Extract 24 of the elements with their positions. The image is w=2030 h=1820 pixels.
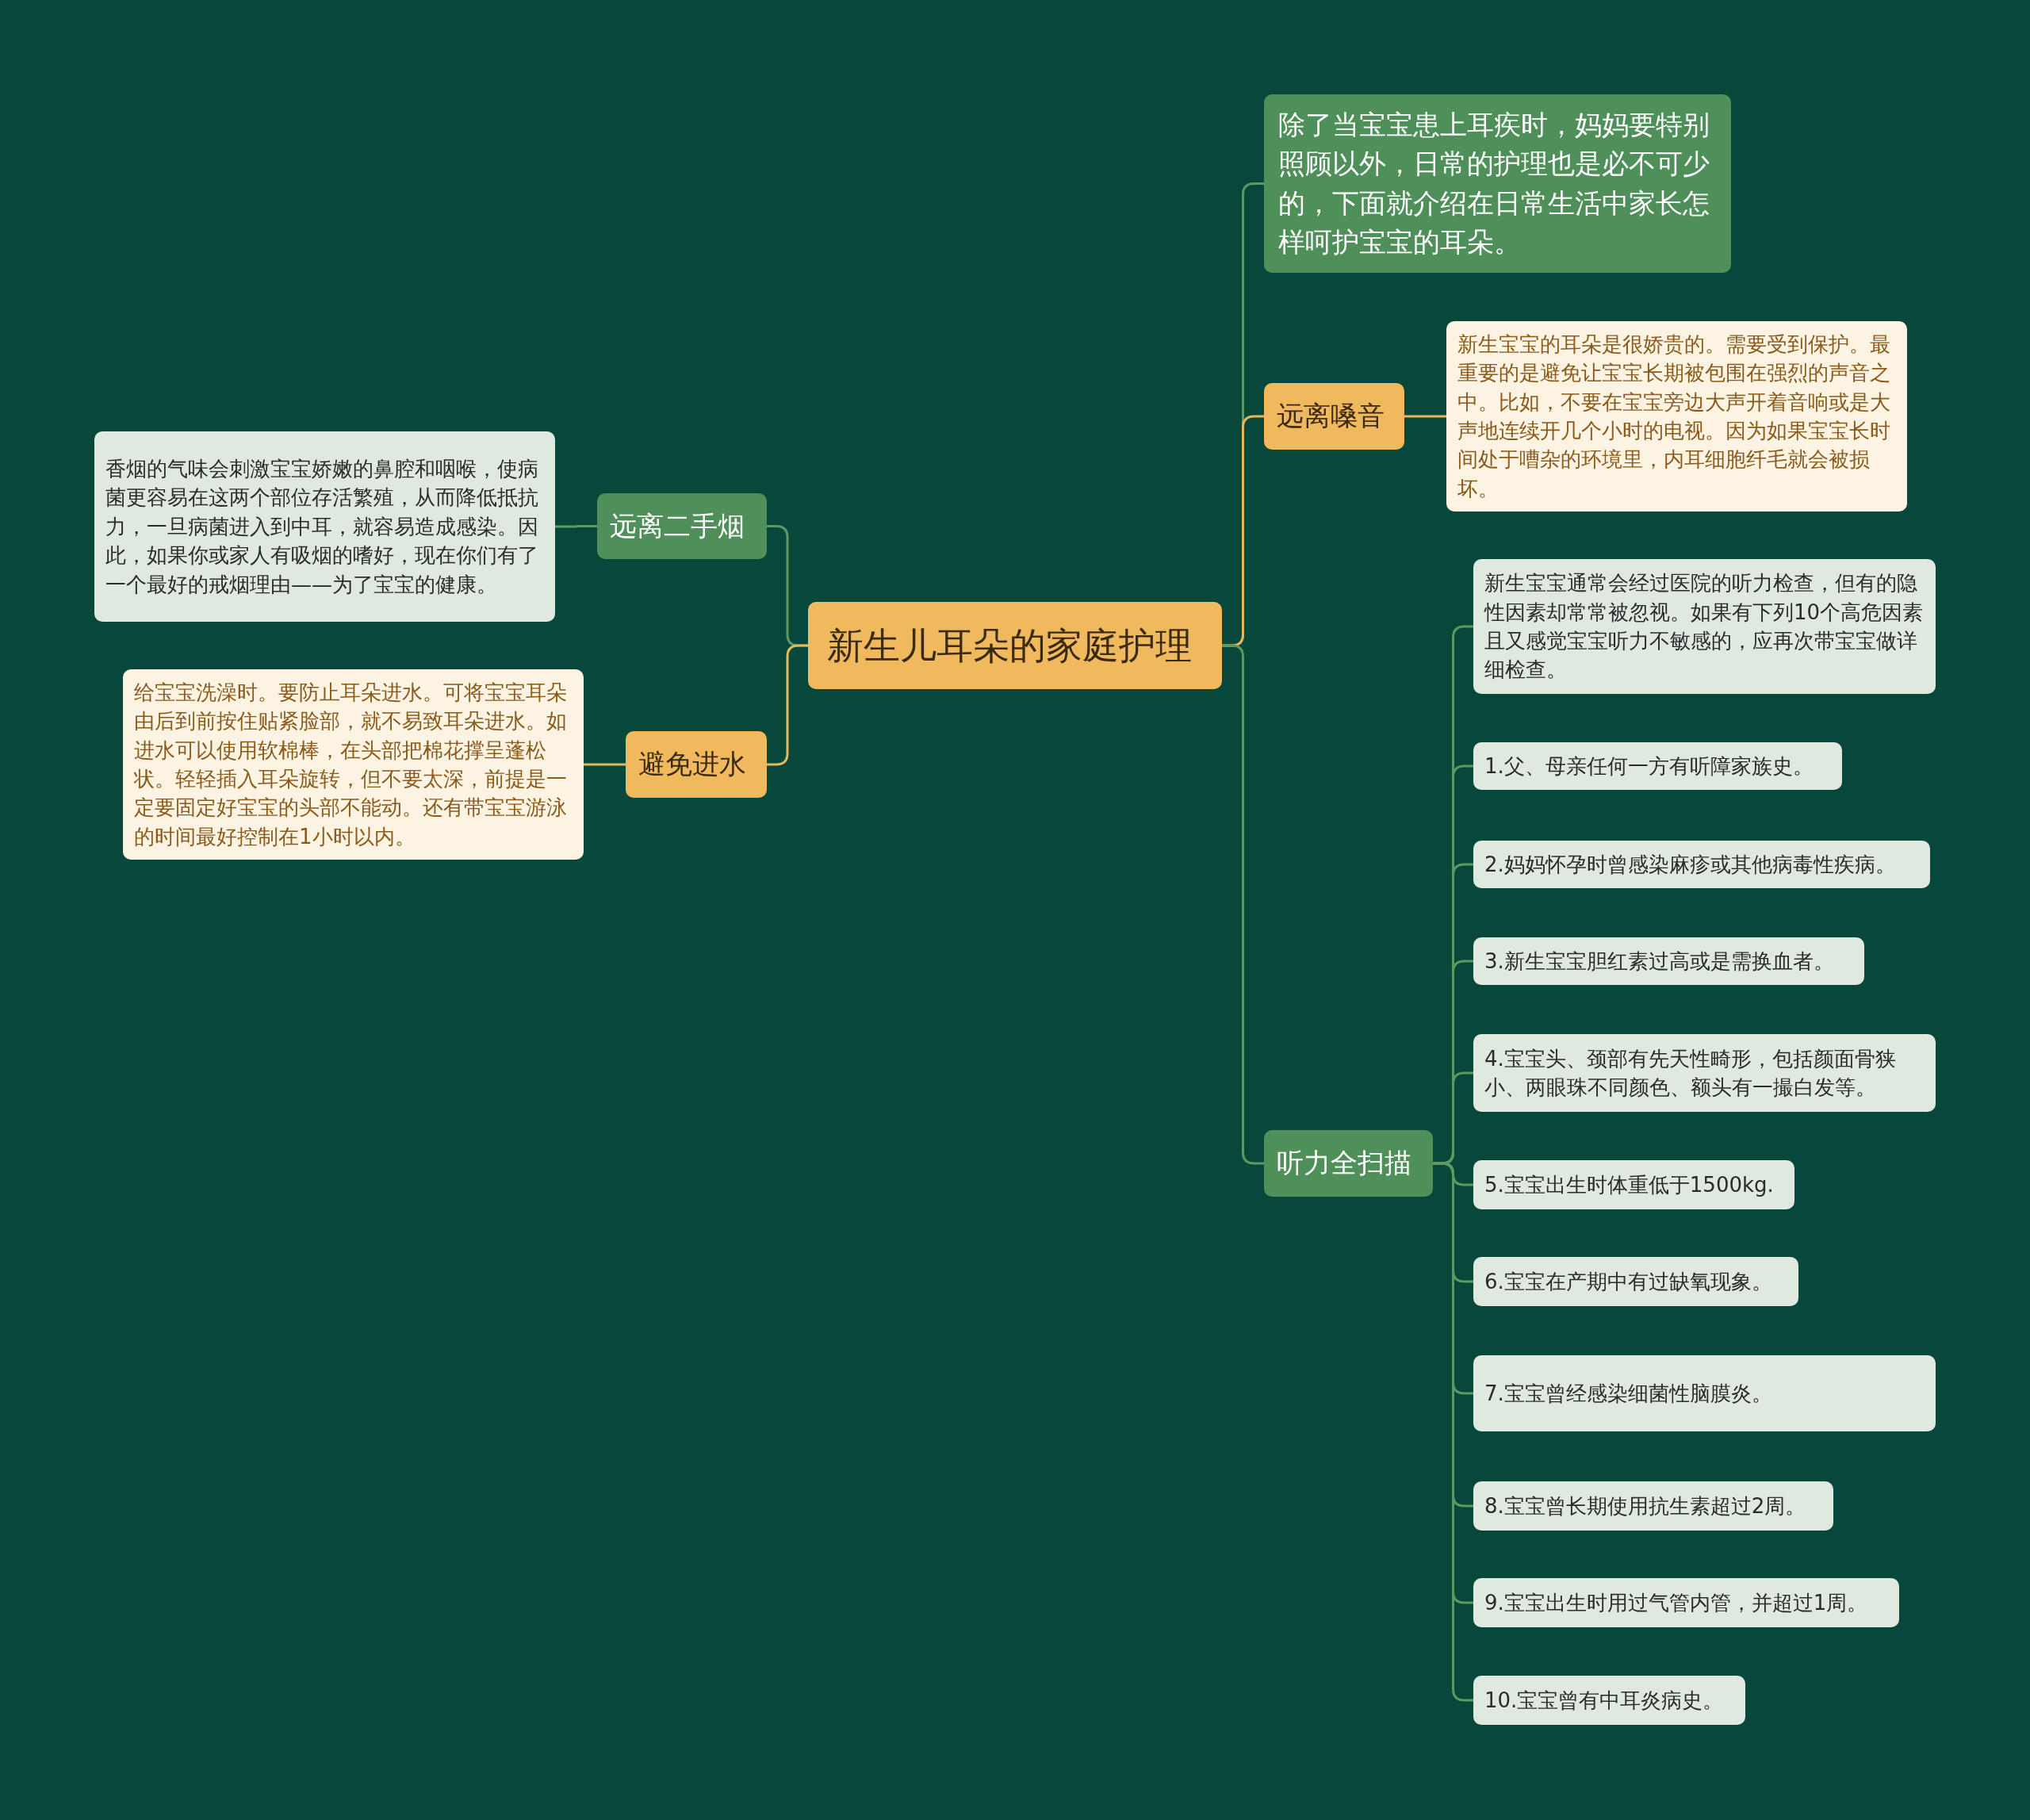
text-box: 5.宝宝出生时体重低于1500kg.	[1473, 1160, 1794, 1209]
text-box: 除了当宝宝患上耳疾时，妈妈要特别照顾以外，日常的护理也是必不可少的，下面就介绍在日常生活中家长怎样呵护宝宝的耳朵。	[1264, 94, 1731, 273]
text-box: 4.宝宝头、颈部有先天性畸形，包括颜面骨狭小、两眼珠不同颜色、额头有一撮白发等。	[1473, 1034, 1936, 1112]
text-box: 10.宝宝曾有中耳炎病史。	[1473, 1676, 1745, 1725]
text-box: 香烟的气味会刺激宝宝娇嫩的鼻腔和咽喉，使病菌更容易在这两个部位存活繁殖，从而降低抵抗力，一旦病菌进入到中耳，就容易造成感染。因此，如果你或家人有吸烟的嗜好，现在你们有了一个最好的戒烟理由——为了宝宝的健康。	[94, 431, 555, 622]
text-box: 2.妈妈怀孕时曾感染麻疹或其他病毒性疾病。	[1473, 841, 1930, 888]
branch-topic-box: 避免进水	[626, 731, 767, 798]
text-box: 7.宝宝曾经感染细菌性脑膜炎。	[1473, 1355, 1936, 1431]
text-box: 1.父、母亲任何一方有听障家族史。	[1473, 742, 1842, 790]
root-topic-box: 新生儿耳朵的家庭护理	[808, 602, 1222, 689]
text-box: 新生宝宝的耳朵是很娇贵的。需要受到保护。最重要的是避免让宝宝长期被包围在强烈的声音之中。比如，不要在宝宝旁边大声开着音响或是大声地连续开几个小时的电视。因为如果宝宝长时间处于嘈杂的环境里，内耳细胞纤毛就会被损坏。	[1446, 321, 1907, 512]
connector-line	[767, 644, 808, 766]
connector-line	[584, 763, 626, 766]
text-box: 新生宝宝通常会经过医院的听力检查，但有的隐性因素却常常被忽视。如果有下列10个高危因素且又感觉宝宝听力不敏感的，应再次带宝宝做详细检查。	[1473, 559, 1936, 694]
text-box: 9.宝宝出生时用过气管内管，并超过1周。	[1473, 1578, 1899, 1627]
text-box: 6.宝宝在产期中有过缺氧现象。	[1473, 1257, 1798, 1306]
branch-topic-box: 听力全扫描	[1264, 1130, 1433, 1197]
text-box: 给宝宝洗澡时。要防止耳朵进水。可将宝宝耳朵由后到前按住贴紧脸部，就不易致耳朵进水。如进水可以使用软棉棒，在头部把棉花撑呈蓬松状。轻轻插入耳朵旋转，但不要太深，前提是一定要固定好宝宝的头部不能动。还有带宝宝游泳的时间最好控制在1小时以内。	[123, 669, 584, 860]
branch-topic-box: 远离二手烟	[597, 493, 767, 559]
connector-line	[1404, 415, 1446, 418]
text-box: 8.宝宝曾长期使用抗生素超过2周。	[1473, 1481, 1833, 1531]
connector-line	[555, 525, 597, 528]
text-box: 3.新生宝宝胆红素过高或是需换血者。	[1473, 937, 1864, 985]
branch-topic-box: 远离嗓音	[1264, 383, 1404, 450]
